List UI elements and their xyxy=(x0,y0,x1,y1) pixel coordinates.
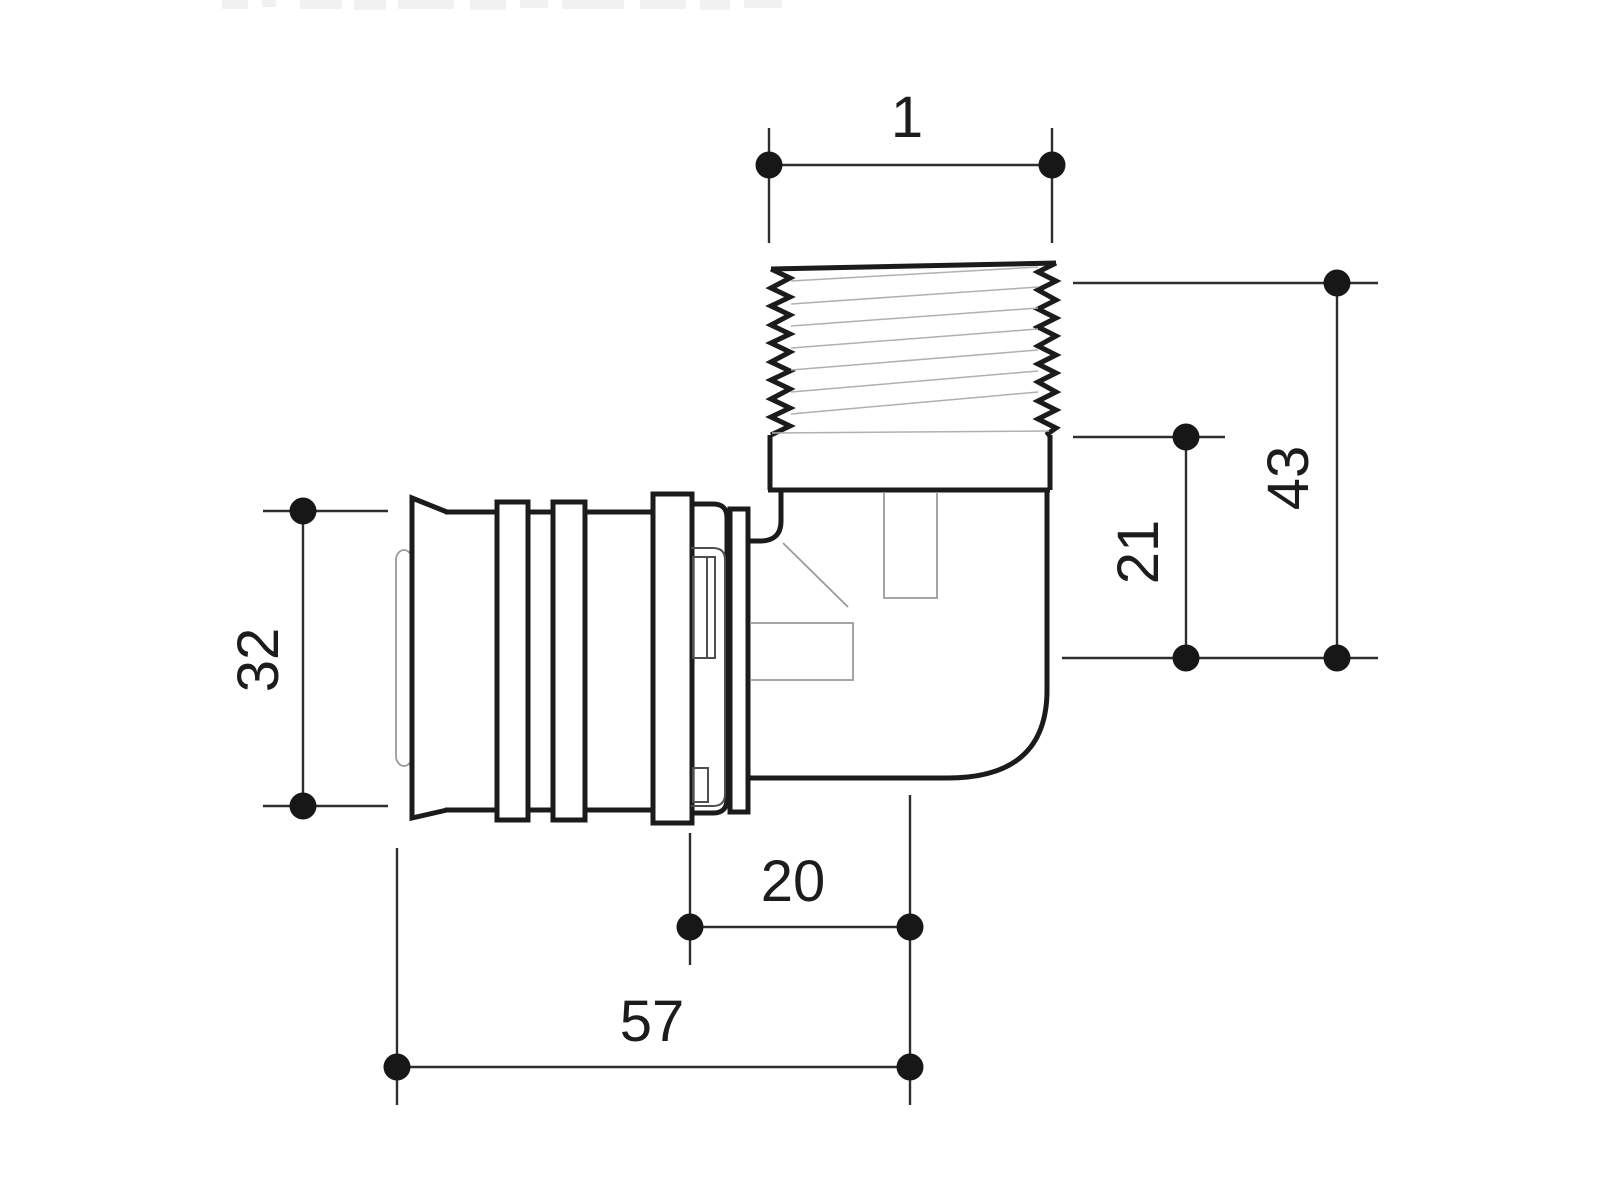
sleeve-end-cap xyxy=(727,506,751,815)
inspection-window-top xyxy=(692,556,716,659)
inspection-window-outline xyxy=(691,547,726,807)
dimension-dot xyxy=(676,913,704,941)
thread-crest-lines xyxy=(790,266,1039,415)
text-fragment-block xyxy=(300,0,342,9)
text-fragment-block xyxy=(354,0,386,10)
thread-top-edge xyxy=(770,260,1057,272)
thread-crest-line xyxy=(790,266,1039,282)
dimension-dot xyxy=(755,151,783,179)
inspection-window-bottom xyxy=(692,767,709,803)
bore-transition-line xyxy=(782,542,849,608)
thread-zigzag-right xyxy=(1032,260,1062,438)
thread-crest-line xyxy=(790,370,1039,393)
dimension-sleeve-diameter: 32 xyxy=(226,497,388,820)
dimension-dot xyxy=(289,792,317,820)
thread-crest-line xyxy=(790,307,1039,327)
dimension-dot xyxy=(1038,151,1066,179)
collar-top-line xyxy=(771,430,1050,434)
cropped-text-fragment xyxy=(222,0,782,10)
text-fragment-block xyxy=(262,0,276,7)
dimension-dot xyxy=(289,497,317,525)
sleeve-rib-1 xyxy=(494,499,531,823)
thread-crest-line xyxy=(790,391,1039,415)
dimension-label-overall-length: 57 xyxy=(620,989,685,1054)
sleeve-step-ring xyxy=(692,501,730,816)
thread-crest-line xyxy=(790,328,1039,349)
thread-zigzag-left xyxy=(765,266,796,438)
dimension-dot xyxy=(896,913,924,941)
dimension-dot xyxy=(1323,644,1351,672)
dimension-label-thread-size: 1 xyxy=(891,85,923,150)
text-fragment-block xyxy=(640,0,686,9)
text-fragment-block xyxy=(562,0,624,9)
elbow-body xyxy=(748,260,1062,781)
text-fragment-block xyxy=(744,0,782,8)
text-fragment-block xyxy=(398,0,454,9)
collar xyxy=(767,435,1053,493)
dimension-dot xyxy=(1172,644,1200,672)
dimension-lengths: 20 57 xyxy=(383,795,924,1105)
dimension-label-insertion-depth: 20 xyxy=(761,849,826,914)
text-fragment-block xyxy=(222,0,248,9)
sleeve-rib-2 xyxy=(550,499,588,823)
vertical-bore-outline xyxy=(883,492,938,599)
dimension-dot xyxy=(383,1053,411,1081)
dimension-heights: 43 21 xyxy=(1062,269,1378,672)
text-fragment-block xyxy=(700,0,730,10)
thread-crest-line xyxy=(790,349,1039,371)
elbow-outer-profile xyxy=(748,490,1050,781)
dimension-label-sleeve-diameter: 32 xyxy=(226,628,291,693)
sleeve-end-flange xyxy=(650,491,695,826)
dimension-dot xyxy=(896,1053,924,1081)
dimension-label-overall-height: 43 xyxy=(1256,446,1321,511)
press-sleeve xyxy=(395,491,751,826)
horizontal-bore-outline xyxy=(750,622,854,681)
dimension-dot xyxy=(1323,269,1351,297)
elbow-crotch xyxy=(748,490,784,544)
dimension-thread-size: 1 xyxy=(755,85,1066,243)
text-fragment-block xyxy=(470,0,506,10)
dimension-label-center-to-collar: 21 xyxy=(1106,520,1171,585)
thread-crest-line xyxy=(790,286,1039,305)
sleeve-flare xyxy=(409,494,448,822)
text-fragment-block xyxy=(520,0,548,8)
dimension-dot xyxy=(1172,423,1200,451)
